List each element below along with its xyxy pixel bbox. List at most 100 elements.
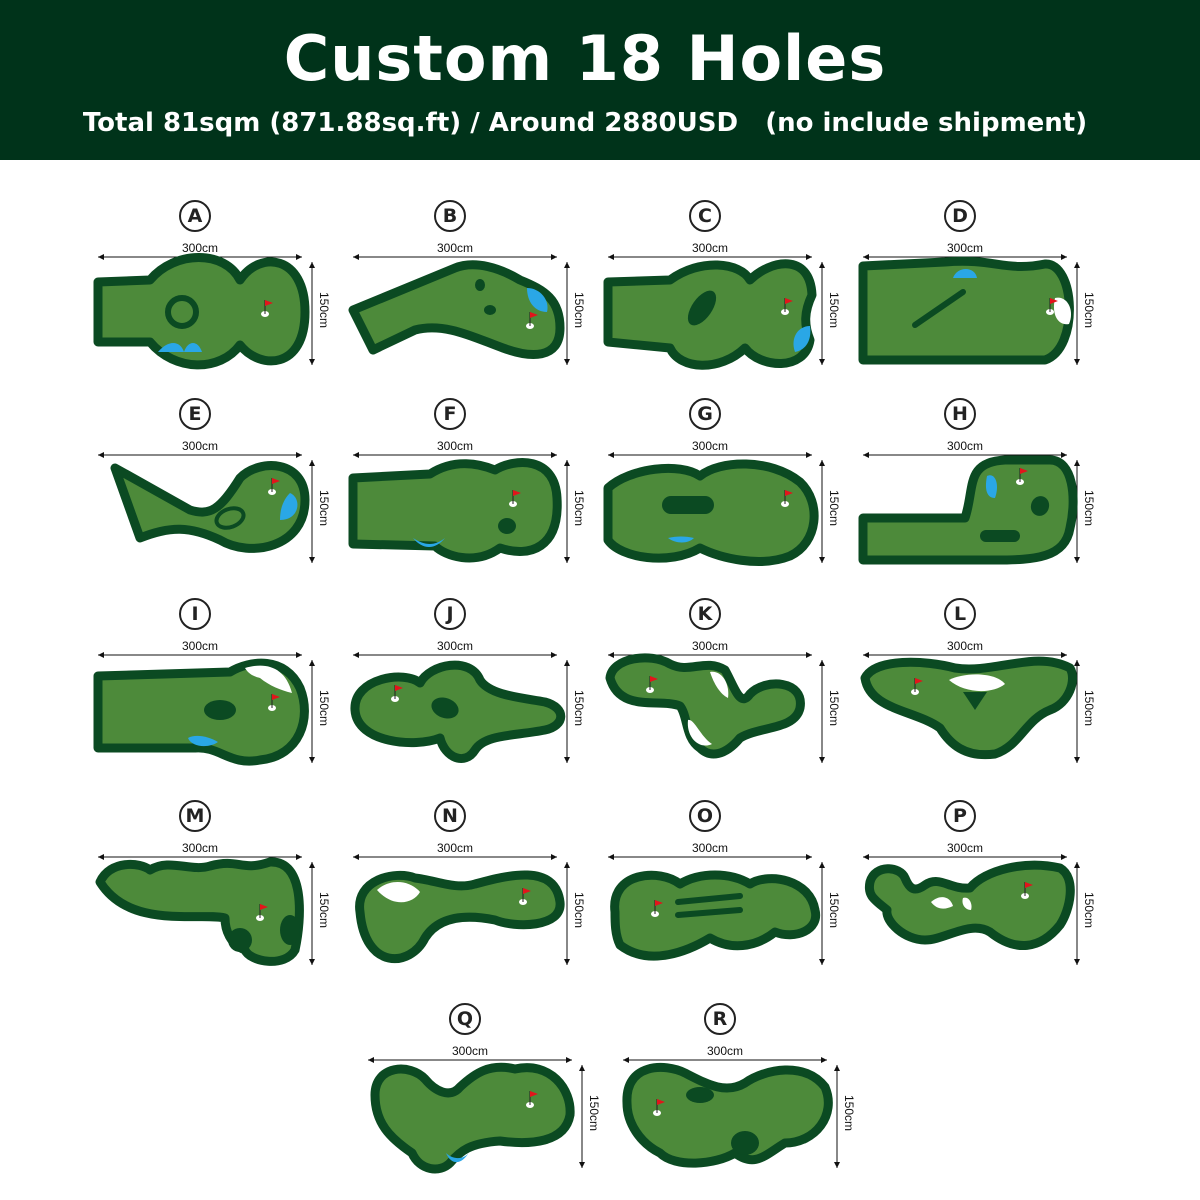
hole-letter-badge: E [179,398,211,430]
page-title: Custom 18 Holes [283,22,887,95]
arrowhead [309,262,315,268]
arrowhead [309,757,315,763]
width-label: 150cm [827,490,841,527]
flag-icon [395,685,403,691]
flag-icon [655,900,663,906]
mound-obstacle [475,279,485,291]
hole-diagram [603,452,825,566]
hole-letter-badge: R [704,1003,736,1035]
arrowhead [309,862,315,868]
length-label: 300cm [181,241,219,255]
length-label: 300cm [691,439,729,453]
arrowhead [819,660,825,666]
arrowhead [819,862,825,868]
length-label: 300cm [436,241,474,255]
hole-diagram [863,854,1080,965]
arrowhead [98,452,104,458]
flag-icon [785,298,793,304]
water-hazard [413,538,445,547]
arrowhead [863,452,869,458]
flag-icon [530,1091,538,1097]
hole-green [603,459,819,566]
length-label: 300cm [436,841,474,855]
arrowhead [863,652,869,658]
hole-a: A 300cm 150cm [80,200,331,380]
width-label: 150cm [572,292,586,329]
flag-icon [1020,468,1028,474]
arrowhead [1061,254,1067,260]
arrowhead [98,854,104,860]
mound-obstacle [228,928,252,952]
arrowhead [819,557,825,563]
width-label: 150cm [572,690,586,727]
hole-green [860,656,1077,760]
arrowhead [821,1057,827,1063]
arrowhead [368,1057,374,1063]
hole-diagram [858,254,1080,365]
flag-icon [785,490,793,496]
width-label: 150cm [1082,690,1096,727]
water-hazard [527,288,548,312]
flag-icon [272,478,280,484]
arrowhead [309,660,315,666]
header-banner: Custom 18 Holes Total 81sqm (871.88sq.ft… [0,0,1200,160]
length-label: 300cm [181,439,219,453]
width-label: 150cm [572,892,586,929]
arrowhead [1074,359,1080,365]
arrowhead [309,460,315,466]
mound-obstacle [963,692,987,710]
hole-letter-badge: I [179,598,211,630]
hole-green [348,260,565,359]
sand-bunker [962,897,972,910]
hole-diagram [603,254,825,370]
flag-icon [1025,882,1033,888]
length-label: 300cm [451,1044,489,1058]
width-label: 150cm [317,690,331,727]
length-label: 300cm [946,841,984,855]
arrowhead [806,254,812,260]
length-label: 300cm [946,241,984,255]
arrowhead [1074,262,1080,268]
arrowhead [819,757,825,763]
length-label: 300cm [946,639,984,653]
width-label: 150cm [1082,490,1096,527]
hole-letter-badge: C [689,200,721,232]
arrowhead [551,452,557,458]
arrowhead [98,254,104,260]
arrowhead [1074,557,1080,563]
arrowhead [1074,660,1080,666]
arrowhead [296,452,302,458]
length-label: 300cm [181,841,219,855]
hole-diagram [348,452,570,563]
arrowhead [1061,652,1067,658]
width-label: 150cm [1082,292,1096,329]
width-label: 150cm [317,292,331,329]
sand-bunker [377,881,420,903]
hole-letter-badge: M [179,800,211,832]
sand-bunker [710,671,729,698]
hole-letter-badge: A [179,200,211,232]
mound-obstacle [687,290,717,326]
hole-letter-badge: D [944,200,976,232]
flag-icon [530,312,538,318]
arrowhead [806,452,812,458]
water-hazard [158,343,202,352]
hole-green [370,1062,575,1174]
arrowhead [1074,757,1080,763]
hole-green [610,870,821,961]
water-hazard [793,326,811,352]
arrowhead [353,452,359,458]
length-label: 300cm [946,439,984,453]
arrowhead [806,854,812,860]
length-label: 300cm [691,841,729,855]
arrowhead [551,254,557,260]
arrowhead [579,1065,585,1071]
arrowhead [564,959,570,965]
